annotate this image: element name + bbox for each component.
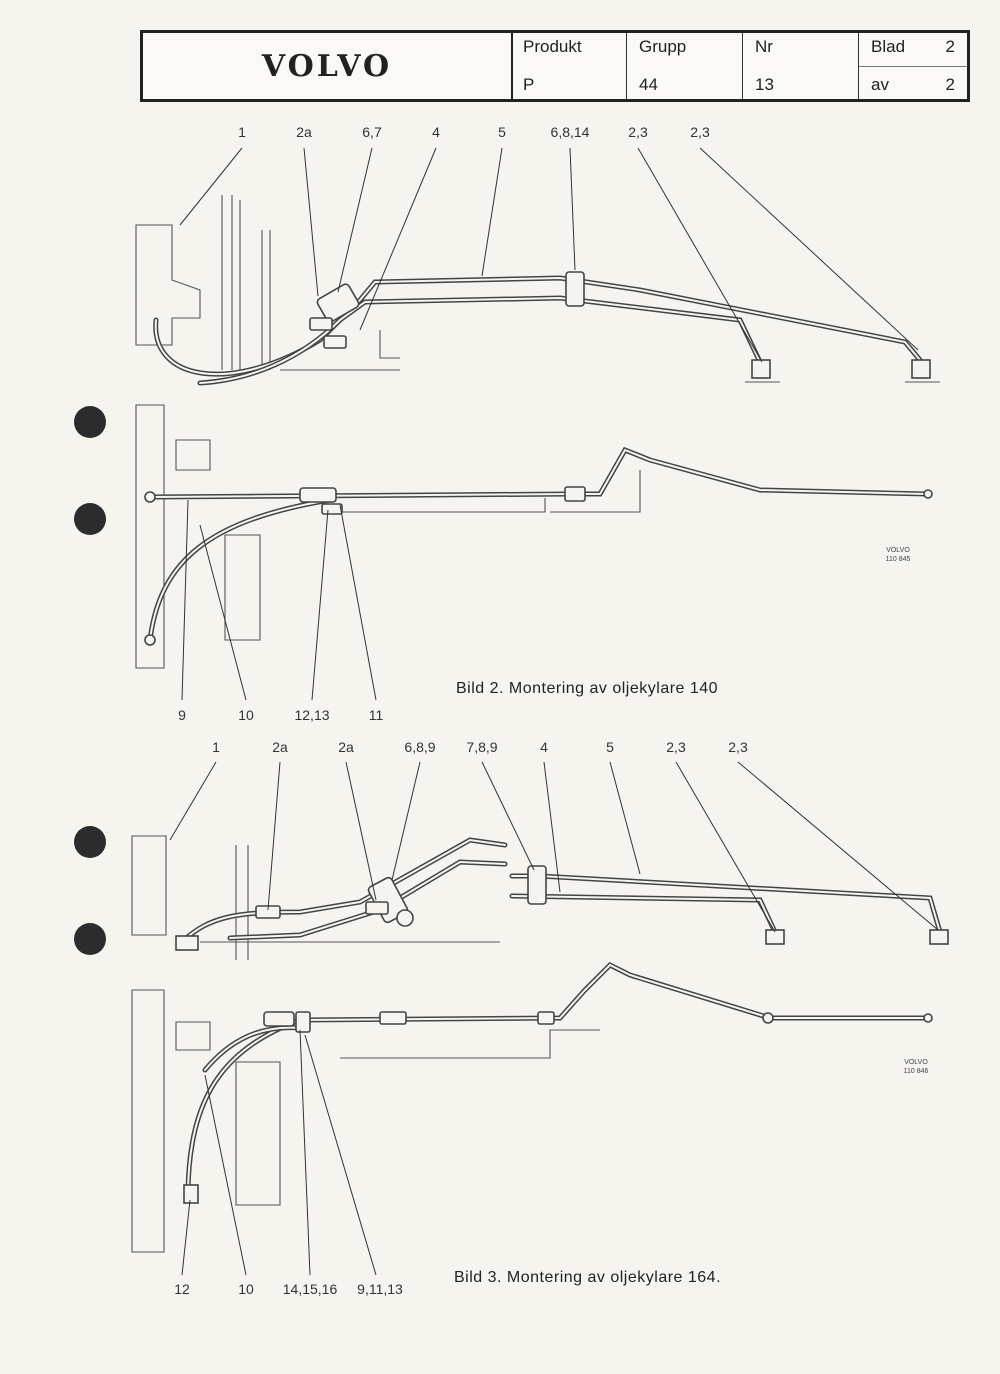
figure1-label: 6,7 <box>362 124 382 140</box>
blad-value: 2 <box>945 37 955 56</box>
figure1-label: 10 <box>238 707 254 723</box>
grupp-cell: Grupp 44 <box>627 33 743 99</box>
figure1-label: 1 <box>238 124 246 140</box>
figure1-label: 12,13 <box>294 707 330 723</box>
figure1-label: 5 <box>498 124 506 140</box>
figure2-label: 2a <box>338 739 354 755</box>
punch-hole <box>74 406 106 438</box>
figure1-label: 11 <box>368 707 384 723</box>
punch-hole <box>74 923 106 955</box>
nr-cell: Nr 13 <box>743 33 859 99</box>
figure1-caption: Bild 2. Montering av oljekylare 140 <box>456 680 719 697</box>
figure2-label: 5 <box>606 739 614 755</box>
figure2-mark: VOLVO 110 846 <box>896 1058 936 1076</box>
figure2-label: 4 <box>540 739 548 755</box>
figure1-drawing <box>135 147 940 701</box>
figure1-mark: VOLVO 110 845 <box>878 546 918 564</box>
produkt-label: Produkt <box>523 37 582 56</box>
figure2-label: 1 <box>212 739 220 755</box>
grupp-value: 44 <box>639 75 658 94</box>
figure1-mark-brand: VOLVO <box>886 547 910 554</box>
punch-hole <box>74 503 106 535</box>
figure2-mark-brand: VOLVO <box>904 1059 928 1066</box>
figure1-label: 4 <box>432 124 440 140</box>
nr-label: Nr <box>755 37 773 56</box>
figure2-label: 12 <box>174 1281 190 1297</box>
produkt-value: P <box>523 75 535 94</box>
figure1-label: 9 <box>178 707 186 723</box>
figure2-label: 7,8,9 <box>466 739 498 755</box>
grupp-label: Grupp <box>639 37 687 56</box>
nr-value: 13 <box>755 75 774 94</box>
blad-cell: Blad 2 av 2 <box>859 33 967 99</box>
figure2-label: 2,3 <box>666 739 686 755</box>
brand-logo: VOLVO <box>143 33 513 99</box>
figure2-mark-code: 110 846 <box>903 1068 929 1075</box>
figure1-label: 2,3 <box>628 124 648 140</box>
blad-label: Blad <box>871 37 906 56</box>
figure2-label: 6,8,9 <box>404 739 436 755</box>
figure1-label: 2,3 <box>690 124 710 140</box>
figure1-label: 2a <box>296 124 312 140</box>
av-value: 2 <box>945 75 955 94</box>
figure2-label: 14,15,16 <box>282 1281 338 1297</box>
figure2-label: 2,3 <box>728 739 748 755</box>
punch-hole <box>74 826 106 858</box>
figure1-mark-code: 110 845 <box>885 556 911 563</box>
figure2-label: 9,11,13 <box>357 1281 403 1297</box>
produkt-cell: Produkt P <box>511 33 627 99</box>
figure2-caption: Bild 3. Montering av oljekylare 164. <box>454 1269 722 1286</box>
figure2-label: 2a <box>272 739 288 755</box>
figure2-label: 10 <box>238 1281 254 1297</box>
title-block: VOLVO Produkt P Grupp 44 Nr 13 Blad 2 av… <box>140 30 970 102</box>
av-label: av <box>871 75 889 94</box>
figure1-label: 6,8,14 <box>550 124 590 140</box>
